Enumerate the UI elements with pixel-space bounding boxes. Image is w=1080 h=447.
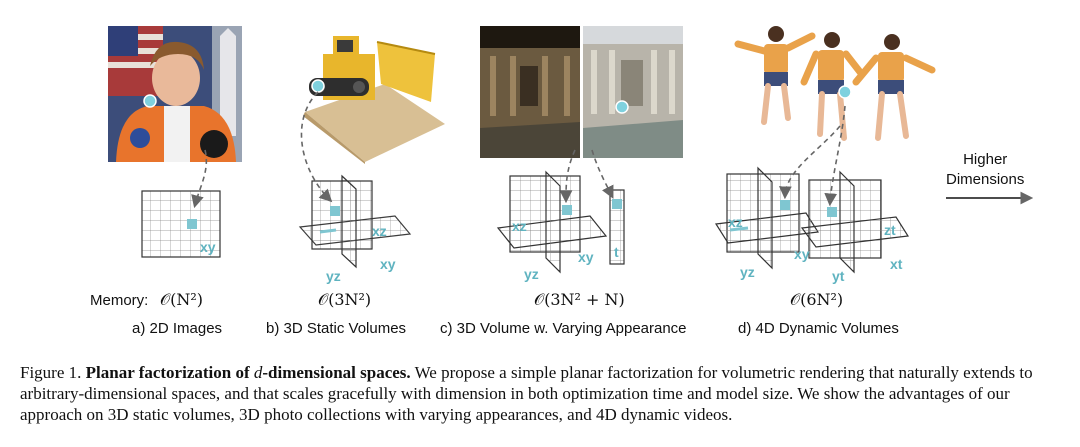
axis-label-c-xy: xy [578, 249, 594, 265]
axis-label-d-xz: xz [728, 214, 743, 230]
sample-point-d [838, 85, 852, 99]
axis-label-d-yz: yz [740, 264, 755, 280]
figure-caption: Figure 1. Planar factorization of d-dime… [20, 362, 1060, 425]
axis-label-c-xz: xz [512, 218, 527, 234]
memory-complexity-c: 𝒪(3N² + N) [534, 290, 625, 309]
axis-label-c-yz: yz [524, 266, 539, 282]
memory-complexity-a: 𝒪(N²) [160, 290, 203, 309]
grid-a [141, 149, 221, 258]
panel-label-d: d) 4D Dynamic Volumes [738, 320, 899, 337]
axis-label-b-xz: xz [372, 223, 387, 239]
panel-label-c: c) 3D Volume w. Varying Appearance [440, 320, 687, 337]
caption-body: We propose a simple planar factorization… [20, 363, 1033, 424]
axis-label-b-yz: yz [326, 268, 341, 284]
trevi-fountain-day-photo [583, 26, 683, 158]
memory-label: Memory: [90, 292, 149, 309]
grid-c [496, 149, 625, 274]
sample-point-b [311, 79, 325, 93]
axis-label-b-xy: xy [380, 256, 396, 272]
caption-title: Planar factorization of d-dimensional sp… [85, 363, 411, 382]
axis-label-d-zt: zt [884, 222, 896, 238]
grid-b [298, 91, 412, 269]
axis-label-c-t: t [614, 244, 619, 260]
trevi-fountain-night-photo [480, 26, 580, 158]
sample-point-a [143, 94, 157, 108]
panel-label-b: b) 3D Static Volumes [266, 320, 407, 337]
dancer-sequence-photo [728, 22, 940, 146]
grid-d [714, 105, 910, 274]
higher-dimensions-label: Higher Dimensions [946, 151, 1025, 188]
caption-title-variable: d [253, 363, 263, 382]
astronaut-photo [108, 26, 242, 162]
lego-bulldozer-photo [285, 14, 455, 164]
memory-complexity-b: 𝒪(3N²) [318, 290, 372, 309]
axis-label-d-xy: xy [794, 246, 810, 262]
memory-complexity-d: 𝒪(6N²) [790, 290, 844, 309]
axis-label-d-xt: xt [890, 256, 903, 272]
sample-point-c [615, 100, 629, 114]
factorization-diagram [141, 79, 1034, 274]
axis-label-d-yt: yt [832, 268, 845, 284]
caption-prefix: Figure 1. [20, 363, 86, 382]
axis-label-a-xy: xy [200, 239, 216, 255]
panel-label-a: a) 2D Images [132, 320, 223, 337]
